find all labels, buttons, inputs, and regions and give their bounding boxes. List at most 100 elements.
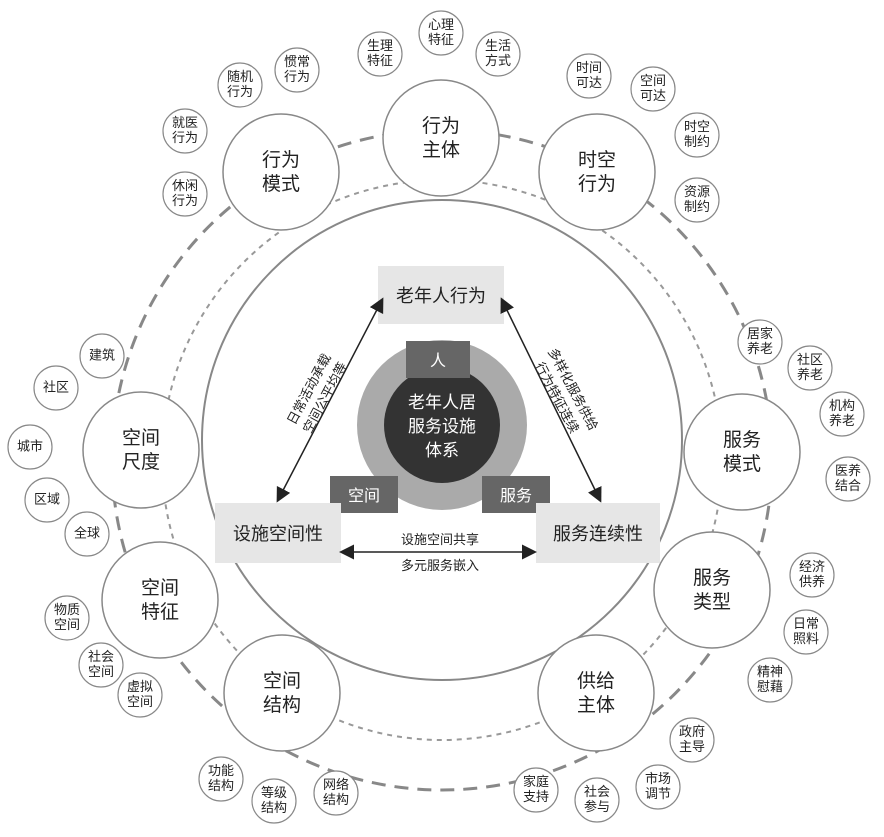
small-node-30-line-2: 行为 [172,131,198,146]
small-node-18-line-2: 结构 [323,793,349,808]
small-node-circle [674,177,720,223]
small-node-32-line-2: 行为 [284,70,310,85]
relation-bottom-2: 多元服务嵌入 [401,558,479,574]
big-node-spscale-line-2: 尺度 [122,451,160,473]
small-node-23-line-2: 空间 [54,618,80,633]
small-node-circle [574,777,620,823]
small-node-21-line-1: 虚拟 [127,680,153,695]
big-node-svcmode-line-1: 服务 [723,429,761,451]
core-inner-circle [384,367,500,483]
small-node-20-line-1: 功能 [208,764,234,779]
small-node-19-line-2: 结构 [261,801,287,816]
small-node-0-line-2: 特征 [367,54,393,69]
small-node-circle [787,345,833,391]
tag-space: 空间 [348,486,380,505]
small-node-32-line-1: 惯常 [284,54,310,70]
small-node-20-line-2: 结构 [208,779,234,794]
tag-person-box [406,341,470,378]
small-node-28: 建筑 [79,333,125,379]
small-node-22-line-1: 社会 [88,649,114,665]
small-node-circle [33,365,79,411]
small-node-17-line-1: 家庭 [523,774,549,790]
small-node-13-line-2: 慰藉 [757,680,783,695]
small-node-24-line-1: 全球 [74,526,100,542]
small-node-6-line-1: 资源 [684,185,710,200]
small-node-30-line-1: 就医 [172,116,198,131]
small-node-17-line-2: 支持 [523,790,549,805]
small-node-11-line-2: 供养 [799,574,825,590]
tag-person: 人 [430,351,446,370]
relation-bottom-1: 设施空间共享 [401,532,479,548]
small-node-31-line-2: 行为 [227,85,253,100]
small-node-13-line-1: 精神 [757,665,783,680]
small-node-circle [198,756,244,802]
small-node-28-line-1: 建筑 [89,348,115,364]
big-node-spfeat-line-2: 特征 [141,601,179,623]
small-node-circle [418,10,464,56]
small-node-circle [274,47,320,93]
box-facility [215,503,341,563]
small-node-2-line-2: 方式 [485,53,511,69]
big-node-supplier-line-1: 供给 [577,670,615,692]
small-node-3-line-2: 可达 [576,76,602,91]
small-node-12-line-1: 日常 [793,617,819,632]
small-node-8-line-2: 养老 [797,367,823,383]
small-node-circle [117,672,163,718]
small-node-21-line-2: 空间 [127,695,153,710]
small-node-22-line-2: 空间 [88,665,114,680]
small-node-circle [789,552,835,598]
small-node-1-line-2: 特征 [428,33,454,48]
small-node-circle [747,657,793,703]
small-node-24: 全球 [64,511,110,557]
small-node-circle [783,609,829,655]
small-node-circle [635,764,681,810]
small-node-31-line-1: 随机 [227,70,253,85]
small-node-circle [357,31,403,77]
small-node-circle [475,31,521,77]
small-node-14-line-1: 政府 [679,725,705,740]
small-node-29-line-1: 休闲 [172,179,198,194]
small-node-9-line-2: 养老 [829,413,855,429]
small-node-circle [217,62,263,108]
small-node-circle [819,391,865,437]
big-node-spstruct-line-1: 空间 [263,670,301,692]
small-node-6-line-2: 制约 [684,200,710,215]
small-node-circle [79,333,125,379]
small-node-16-line-2: 参与 [584,799,610,815]
big-node-circle [223,634,341,752]
small-node-10-line-1: 医养 [835,463,861,479]
small-node-11-line-1: 经济 [799,560,825,575]
small-node-circle [313,770,359,816]
center-line-1: 老年人居 [408,393,476,413]
box-service [536,503,660,563]
small-node-4-line-2: 可达 [640,89,666,104]
inner-circle [201,199,683,681]
arrow-left [276,297,384,503]
small-node-8-line-1: 社区 [797,352,823,368]
small-node-15-line-1: 市场 [645,771,671,787]
small-node-4-line-1: 空间 [640,74,666,89]
small-node-2-line-1: 生活 [485,39,511,54]
tag-service: 服务 [500,486,532,505]
small-node-25-line-1: 区域 [34,493,60,508]
